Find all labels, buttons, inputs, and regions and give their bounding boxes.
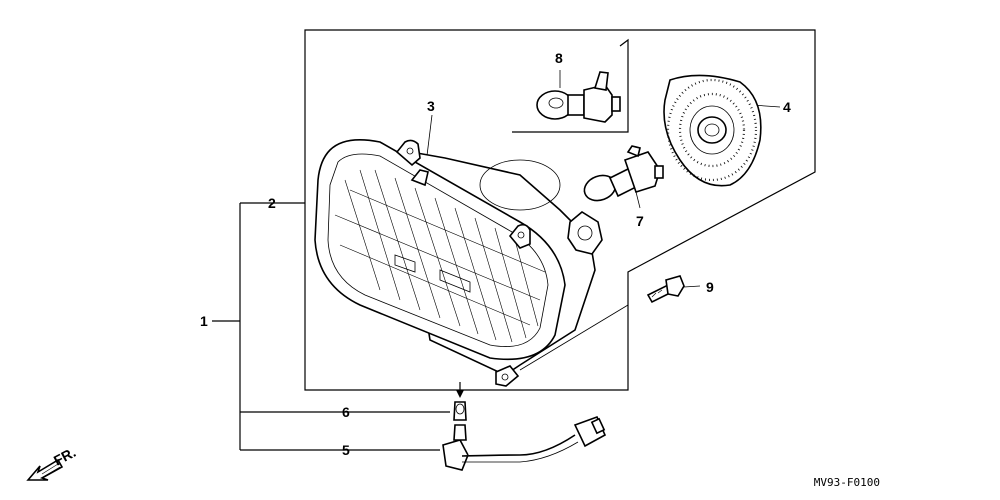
- callout-4: 4: [783, 99, 791, 115]
- screw-9: [646, 275, 685, 304]
- dust-cover: [663, 74, 762, 187]
- bulb-8: [536, 71, 621, 123]
- callout-labels: 1 2 3 4 5 6 7 8 9: [200, 50, 791, 458]
- front-arrow-icon: [26, 458, 64, 481]
- callout-2: 2: [268, 195, 276, 211]
- callout-7: 7: [636, 213, 644, 229]
- callout-3: 3: [427, 98, 435, 114]
- callout-1: 1: [200, 313, 208, 329]
- assembly-frame: [212, 29, 816, 451]
- front-indicator: FR.: [26, 444, 78, 481]
- callout-5: 5: [342, 442, 350, 458]
- position-bulb-6: [453, 382, 467, 421]
- headlight-unit: [314, 139, 603, 387]
- callout-8: 8: [555, 50, 563, 66]
- callout-6: 6: [342, 404, 350, 420]
- bulb-7: [583, 145, 664, 202]
- callout-9: 9: [706, 279, 714, 295]
- diagram-code: MV93-F0100: [814, 476, 880, 489]
- lens-pattern: [334, 169, 546, 343]
- socket-harness-5: [442, 415, 607, 471]
